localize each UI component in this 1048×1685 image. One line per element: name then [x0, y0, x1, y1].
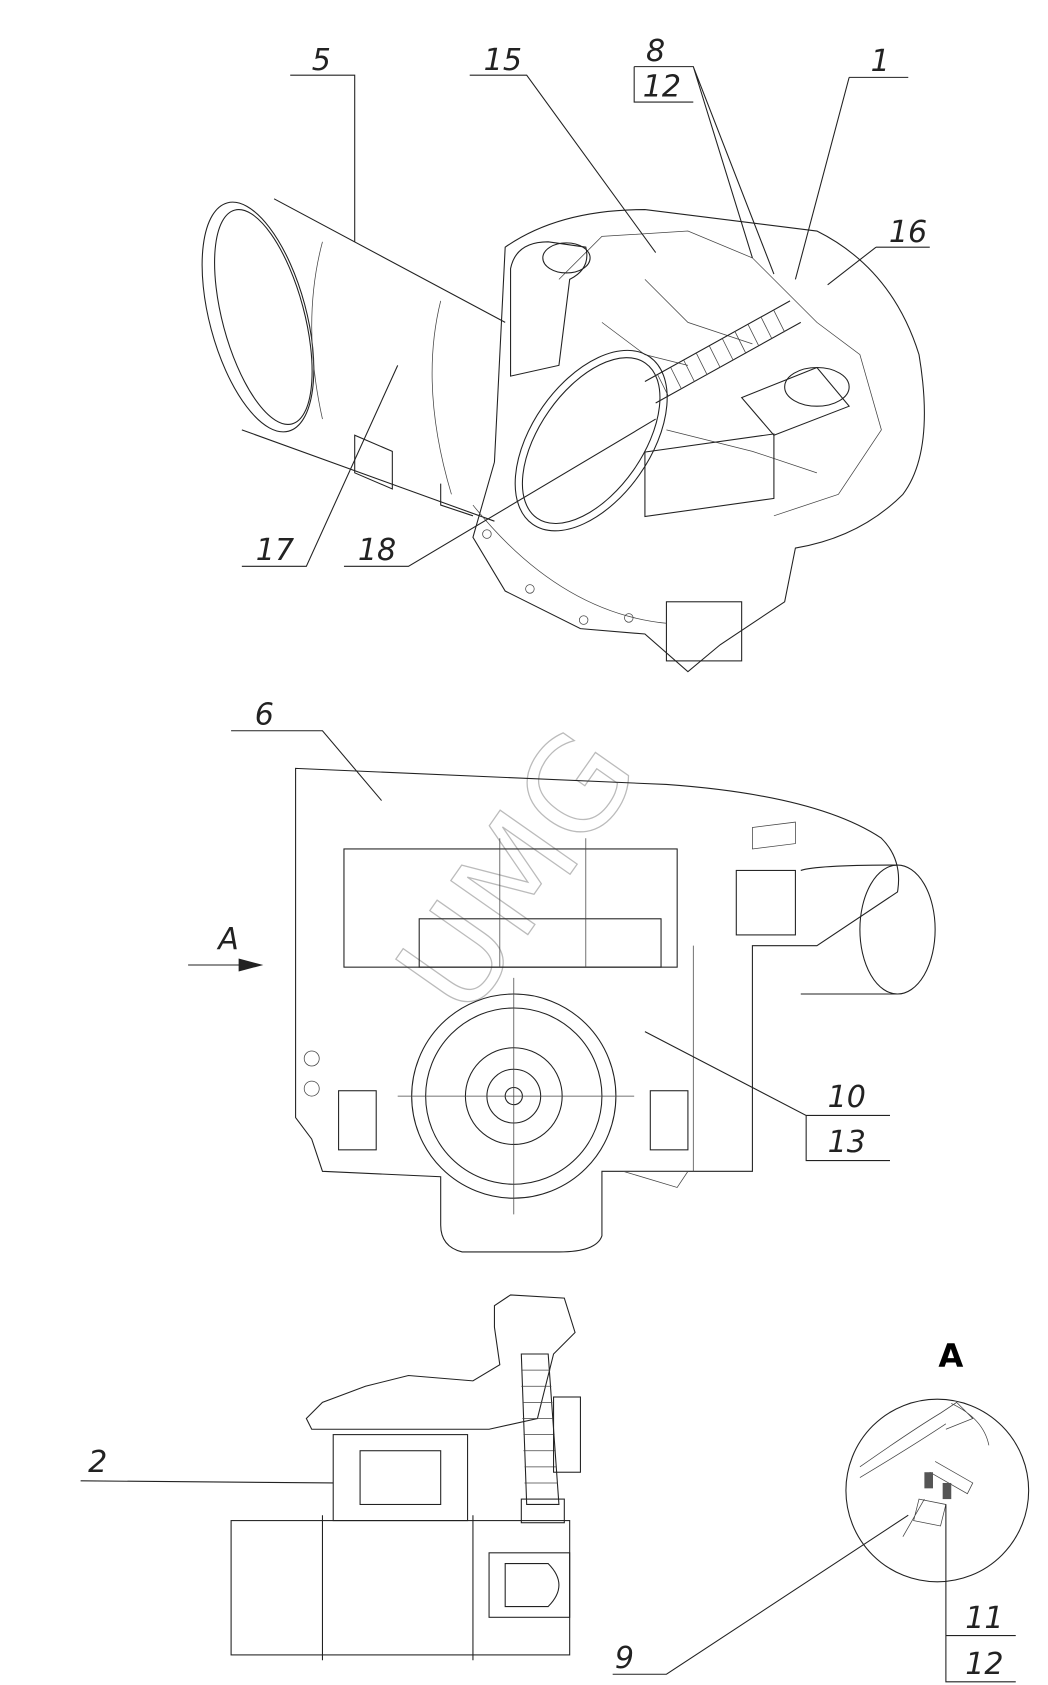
watermark-text: UMG — [369, 704, 667, 1040]
view-arrow: A — [188, 922, 264, 972]
callout-6: 6 — [255, 697, 274, 732]
callout-2: 2 — [88, 1445, 107, 1480]
callout-8: 8 — [646, 34, 665, 69]
callout-15: 15 — [484, 43, 522, 78]
isometric-view — [201, 198, 925, 673]
corrugated-hose — [644, 300, 802, 404]
view-arrow-label: A — [216, 922, 239, 957]
callout-17: 17 — [256, 533, 294, 568]
callout-10: 10 — [828, 1080, 866, 1115]
side-view — [230, 1294, 581, 1661]
front-view — [295, 767, 936, 1253]
watermark: UMG — [368, 703, 667, 1041]
callout-9: 9 — [615, 1641, 634, 1676]
callout-11: 11 — [965, 1601, 1003, 1636]
callout-12-bottom: 12 — [965, 1647, 1003, 1682]
callout-5: 5 — [312, 43, 331, 78]
callout-16: 16 — [889, 215, 927, 250]
detail-view-label: A — [938, 1337, 963, 1375]
callout-18: 18 — [358, 533, 396, 568]
callout-13: 13 — [828, 1125, 866, 1160]
callout-12-top: 12 — [643, 70, 681, 105]
callouts: 5 15 8 12 1 16 17 18 6 10 13 2 9 11 12 — [80, 34, 1016, 1683]
air-filter — [201, 198, 668, 532]
callout-1: 1 — [871, 44, 890, 79]
detail-view-a: A — [845, 1337, 1030, 1583]
